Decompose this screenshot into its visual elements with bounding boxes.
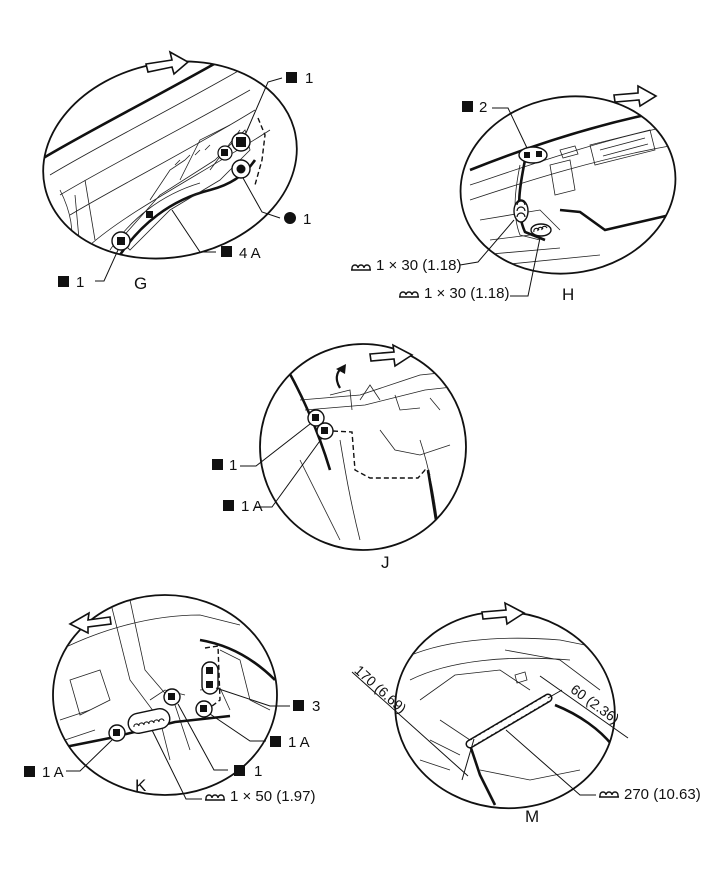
callout-text: 4 A (239, 245, 261, 262)
callout-text: 1 A (288, 734, 310, 751)
callout-m-1: 270 (10.63) (599, 786, 701, 803)
spot-weld-oval (201, 661, 219, 695)
filled-square-icon (293, 700, 304, 711)
sealer-bead-icon (351, 264, 371, 271)
spot-weld-oval (518, 146, 548, 164)
view-letter-h: H (562, 285, 574, 304)
callout-k-4: 1 (234, 763, 262, 780)
callout-text: 270 (10.63) (624, 786, 701, 803)
direction-arrow-icon (145, 50, 190, 76)
filled-square-icon (24, 766, 35, 777)
callout-k-1: 3 (293, 698, 320, 715)
view-k: 3 1 A 1 A 1 1 × 50 (1.97) K (24, 594, 320, 805)
sealer-bead-icon (205, 794, 225, 801)
direction-arrow-icon (68, 611, 112, 635)
callout-text: 1 (76, 274, 84, 291)
sealer-oval (127, 708, 171, 734)
filled-square-icon (221, 246, 232, 257)
callout-j-1: 1 (212, 457, 237, 474)
filled-square-icon (58, 276, 69, 287)
view-letter-k: K (135, 776, 147, 795)
filled-square-icon (270, 736, 281, 747)
filled-square-icon (286, 72, 297, 83)
callout-text: 1 × 30 (1.18) (424, 285, 509, 302)
callout-text: 1 A (42, 764, 64, 781)
sealer-bead-icon (599, 791, 619, 798)
callout-k-2: 1 A (270, 734, 310, 751)
direction-arrow-icon (613, 84, 658, 108)
view-j: 1 1 A J (212, 343, 468, 572)
callout-g-4: 1 (58, 274, 84, 291)
callout-g-3: 4 A (221, 245, 261, 262)
filled-circle-icon (284, 212, 296, 224)
direction-arrow-icon (481, 601, 526, 626)
callout-j-2: 1 A (223, 498, 263, 515)
filled-square-icon (234, 765, 245, 776)
filled-square-icon (462, 101, 473, 112)
view-letter-g: G (134, 274, 147, 293)
callout-k-3: 1 A (24, 764, 64, 781)
callout-g-1: 1 (286, 70, 313, 87)
filled-square-icon (223, 500, 234, 511)
callout-g-2: 1 (284, 211, 311, 228)
callout-h-3: 1 × 30 (1.18) (399, 285, 509, 302)
callout-h-2: 1 × 30 (1.18) (351, 257, 461, 274)
callout-text: 1 (254, 763, 262, 780)
callout-text: 2 (479, 99, 487, 116)
direction-arrow-icon (369, 343, 414, 368)
view-h: 2 1 × 30 (1.18) 1 × 30 (1.18) H (351, 84, 677, 304)
view-letter-j: J (381, 553, 390, 572)
view-letter-m: M (525, 807, 539, 826)
callout-text: 1 (305, 70, 313, 87)
filled-square-icon (212, 459, 223, 470)
sealer-oval (513, 199, 529, 223)
callout-text: 1 (303, 211, 311, 228)
callout-text: 1 A (241, 498, 263, 515)
callout-text: 3 (312, 698, 320, 715)
callout-text: 1 × 30 (1.18) (376, 257, 461, 274)
callout-k-5: 1 × 50 (1.97) (205, 788, 315, 805)
view-g: 1 1 4 A 1 G (39, 50, 313, 293)
view-m: 170 (6.69) 60 (2.36) 270 (10.63) M (352, 601, 701, 826)
callout-h-1: 2 (462, 99, 487, 116)
callout-text: 1 (229, 457, 237, 474)
callout-text: 1 × 50 (1.97) (230, 788, 315, 805)
sealer-bead-icon (399, 291, 419, 298)
